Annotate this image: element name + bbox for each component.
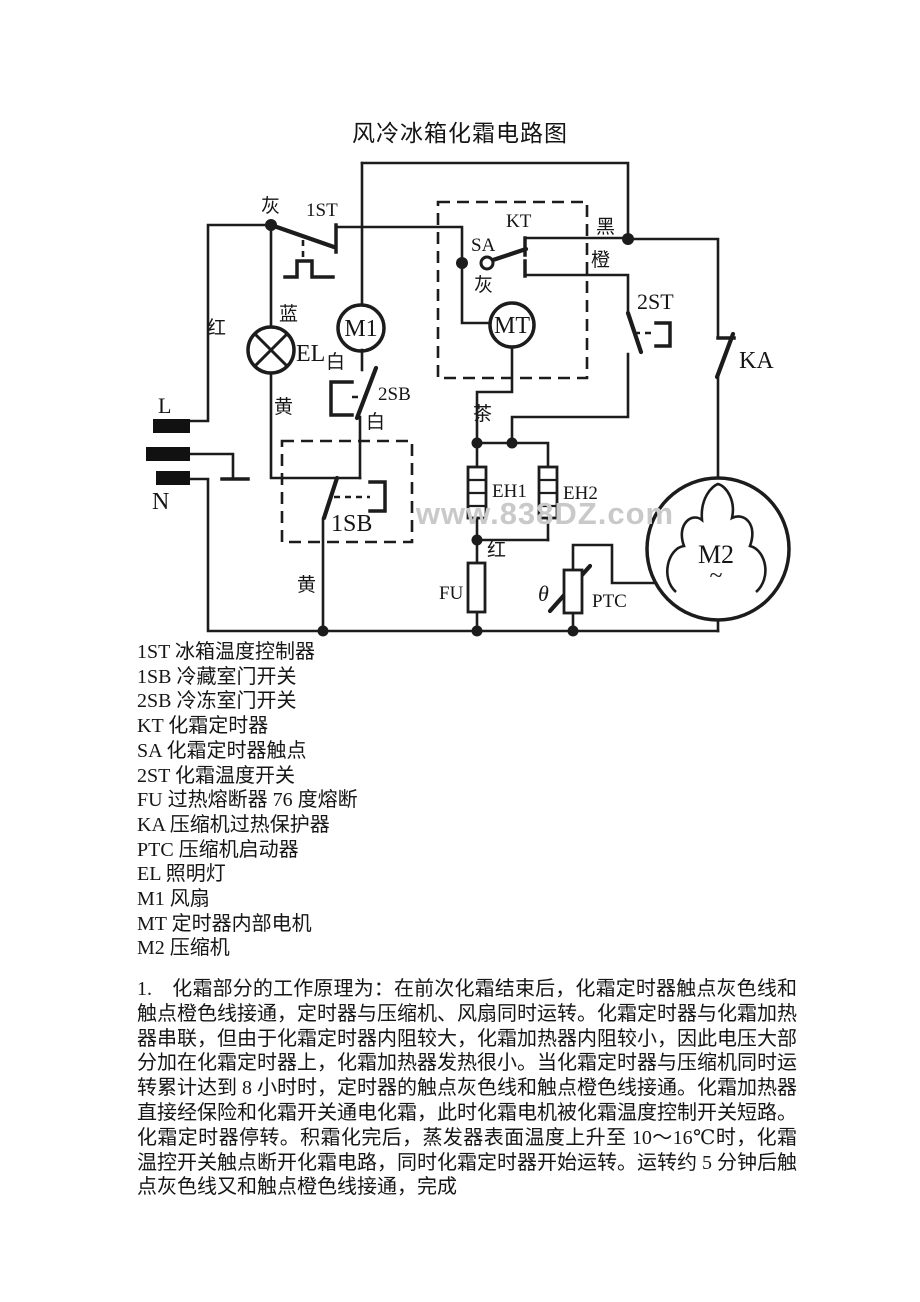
label-switch-1sb: 1SB bbox=[331, 511, 372, 537]
heater-eh1-segments bbox=[468, 478, 486, 508]
label-lamp-el: EL bbox=[296, 341, 325, 367]
watermark: www.838DZ.com bbox=[415, 496, 674, 531]
defrost-circuit-diagram: L N 灰 1ST 蓝 红 EL 白 2SB 白 黄 黄 1SB KT SA 灰… bbox=[146, 161, 791, 637]
label-switch-1st: 1ST bbox=[306, 200, 338, 221]
blade-2st-switch bbox=[625, 310, 644, 355]
label-contact-sa: SA bbox=[471, 235, 496, 256]
label-protector-ka: KA bbox=[739, 348, 774, 374]
legend-item: KA 压缩机过热保护器 bbox=[137, 813, 330, 836]
label-wire-blue: 蓝 bbox=[279, 303, 298, 325]
blade-sa-switch bbox=[487, 246, 529, 264]
contacts bbox=[220, 223, 736, 513]
terminal-neutral-bar bbox=[156, 471, 190, 485]
wire-sa-to-mt bbox=[460, 261, 492, 325]
legend-item: 1SB 冷藏室门开关 bbox=[137, 665, 297, 688]
bracket-2sb bbox=[329, 380, 354, 417]
fan-motor-m1 bbox=[336, 303, 386, 353]
switch-blades bbox=[268, 222, 736, 614]
sa-pivot bbox=[479, 255, 495, 271]
blade-1sb-switch bbox=[321, 475, 340, 521]
blade-ka-switch bbox=[714, 331, 736, 380]
label-motor-m2: M2 bbox=[698, 540, 734, 569]
ptc-starter bbox=[562, 568, 584, 615]
label-terminal-n: N bbox=[152, 489, 169, 515]
dashed-boxes bbox=[280, 200, 589, 544]
lamp-el-cross bbox=[253, 332, 289, 368]
label-heater-eh1: EH1 bbox=[492, 481, 527, 502]
legend-item: 2SB 冷冻室门开关 bbox=[137, 690, 297, 713]
bracket-1sb bbox=[368, 480, 387, 513]
blade-1st-switch bbox=[268, 222, 337, 250]
components bbox=[246, 255, 791, 622]
component-legend: 1ST 冰箱温度控制器 1SB 冷藏室门开关 2SB 冷冻室门开关 KT 化霜定… bbox=[137, 640, 358, 961]
label-ptc: PTC bbox=[592, 591, 627, 612]
legend-item: MT 定时器内部电机 bbox=[137, 912, 312, 935]
label-terminal-l: L bbox=[158, 393, 171, 418]
wire-orange-link bbox=[523, 273, 630, 315]
wire-2st-bottom bbox=[510, 352, 630, 445]
label-wire-white-upper: 白 bbox=[326, 351, 345, 373]
wire-mid-prong bbox=[188, 452, 235, 479]
label-wire-red-left: 红 bbox=[207, 317, 226, 339]
legend-item: EL 照明灯 bbox=[137, 863, 226, 886]
wire-1st-to-sa bbox=[334, 225, 464, 265]
label-switch-2sb: 2SB bbox=[378, 384, 411, 405]
wire-top-rail bbox=[360, 161, 630, 241]
legend-item: FU 过热熔断器 76 度熔断 bbox=[137, 789, 358, 812]
label-wire-yellow-mid: 黄 bbox=[297, 574, 316, 596]
label-fuse-fu: FU bbox=[439, 583, 464, 604]
label-wire-red-mid: 红 bbox=[487, 539, 506, 561]
label-wire-white-lower: 白 bbox=[366, 411, 385, 433]
legend-item: PTC 压缩机启动器 bbox=[137, 838, 299, 861]
page-title: 风冷冰箱化霜电路图 bbox=[352, 121, 568, 146]
timer-motor-mt bbox=[488, 301, 536, 349]
label-wire-orange: 橙 bbox=[591, 249, 610, 271]
legend-item: 1ST 冰箱温度控制器 bbox=[137, 641, 315, 663]
label-switch-2st: 2ST bbox=[637, 289, 674, 314]
wire-ka-feed bbox=[626, 237, 720, 340]
legend-item: M2 压缩机 bbox=[137, 937, 230, 960]
wire-eh-top bbox=[475, 441, 550, 469]
wire-neutral-bottom-rail bbox=[189, 477, 720, 633]
blade-2sb-switch bbox=[354, 365, 379, 421]
cam-1st bbox=[283, 259, 335, 279]
power-terminals bbox=[146, 419, 190, 485]
label-heater-eh2: EH2 bbox=[563, 483, 598, 504]
terminal-live-bar bbox=[153, 419, 190, 433]
bracket-2st bbox=[654, 321, 672, 348]
wire-mt-bottom-brown bbox=[475, 345, 514, 445]
junction-dots bbox=[265, 219, 634, 637]
label-motor-m2-tilde: ~ bbox=[710, 563, 723, 589]
terminal-mid-bar bbox=[146, 447, 190, 461]
label-wire-gray-top: 灰 bbox=[261, 195, 280, 217]
label-motor-mt: MT bbox=[494, 313, 530, 339]
fuse-fu bbox=[466, 561, 487, 614]
label-wire-brown: 茶 bbox=[473, 403, 492, 425]
lamp-el bbox=[246, 325, 296, 375]
heater-eh2-segments bbox=[539, 478, 557, 508]
circuit-wires bbox=[188, 161, 720, 633]
label-timer-kt: KT bbox=[506, 211, 532, 232]
compressor-m2 bbox=[645, 476, 791, 622]
wire-m2-to-ptc bbox=[571, 543, 658, 585]
label-wire-black: 黑 bbox=[596, 217, 615, 238]
wire-el-to-1sb bbox=[269, 371, 362, 480]
label-wire-yellow-left: 黄 bbox=[274, 396, 293, 418]
legend-item: SA 化霜定时器触点 bbox=[137, 739, 307, 762]
kt-timer-box bbox=[436, 200, 589, 380]
wire-red-left bbox=[189, 223, 273, 423]
sb1-switch-box bbox=[280, 439, 414, 544]
label-theta: θ bbox=[538, 581, 549, 606]
legend-item: M1 风扇 bbox=[137, 888, 210, 911]
working-principle-paragraph: 1. 化霜部分的工作原理为：在前次化霜结束后，化霜定时器触点灰色线和触点橙色线接… bbox=[137, 978, 797, 1199]
legend-item: 2ST 化霜温度开关 bbox=[137, 764, 295, 787]
legend-item: KT 化霜定时器 bbox=[137, 715, 269, 738]
label-wire-gray-sa: 灰 bbox=[474, 274, 493, 296]
m2-winding bbox=[666, 482, 767, 593]
label-motor-m1: M1 bbox=[344, 316, 377, 342]
